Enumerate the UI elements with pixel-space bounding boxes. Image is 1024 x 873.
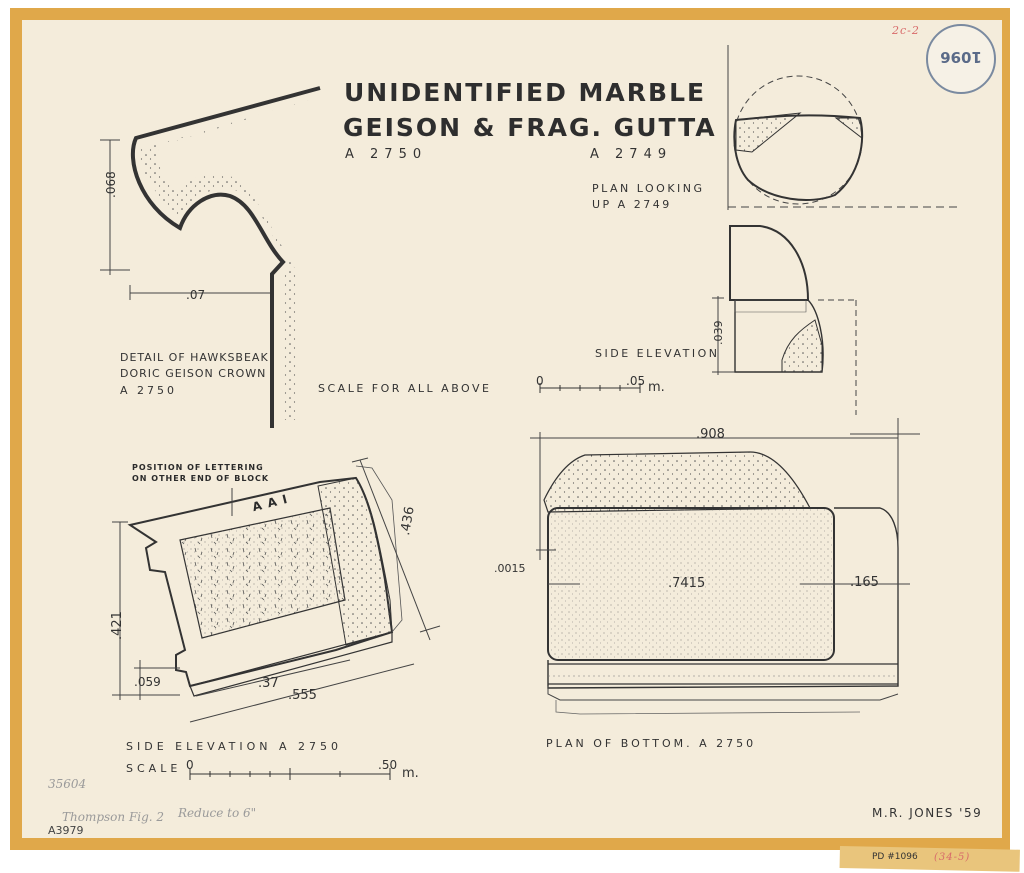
dim-555: .555 bbox=[288, 688, 317, 703]
title-line-2: GEISON & FRAG. GUTTA bbox=[343, 113, 717, 142]
catalog-a2749: A 2749 bbox=[590, 147, 673, 162]
dim-0015: .0015 bbox=[494, 562, 526, 575]
dim-068: .068 bbox=[104, 171, 118, 198]
drawing-paper bbox=[22, 20, 1002, 838]
margin-reduce-note: Reduce to 6" bbox=[178, 806, 257, 820]
gutta-side-elevation bbox=[712, 225, 857, 415]
hawksbeak-profile bbox=[130, 86, 321, 428]
scale-above-bar bbox=[539, 383, 641, 393]
gutta-plan bbox=[727, 45, 960, 210]
dim-059: .059 bbox=[134, 675, 161, 689]
lettering-note-1: POSITION OF LETTERING bbox=[132, 463, 264, 472]
dim-908: .908 bbox=[696, 427, 725, 442]
dim-07: .07 bbox=[186, 288, 206, 302]
side-elevation-dimensions bbox=[112, 457, 441, 723]
plan-bottom-label: PLAN OF BOTTOM. A 2750 bbox=[546, 737, 757, 750]
margin-catalog: A3979 bbox=[48, 824, 84, 837]
red-mark-top: 2c-2 bbox=[892, 24, 920, 37]
scale-below-label: SCALE bbox=[126, 762, 182, 775]
hawksbeak-label-2: DORIC GEISON CROWN bbox=[120, 367, 267, 380]
title-line-1: UNIDENTIFIED MARBLE bbox=[344, 78, 707, 107]
gutta-plan-label-1: PLAN LOOKING bbox=[592, 182, 705, 195]
catalog-a2750: A 2750 bbox=[345, 147, 428, 162]
dim-7415: .7415 bbox=[668, 576, 706, 591]
margin-fig-note: Thompson Fig. 2 bbox=[62, 810, 165, 824]
excavation-stamp: 1096 bbox=[926, 24, 996, 94]
margin-number: 35604 bbox=[48, 777, 87, 791]
stamp-number: 1096 bbox=[940, 48, 982, 66]
scale-above-unit: m. bbox=[648, 380, 665, 395]
scale-below-end: .50 bbox=[378, 758, 398, 772]
footer-red: (34-5) bbox=[934, 852, 971, 863]
lettering-note-2: ON OTHER END OF BLOCK bbox=[132, 474, 270, 483]
side-elevation-block bbox=[127, 465, 403, 697]
signature: M.R. JONES '59 bbox=[872, 806, 983, 820]
gutta-plan-label-2: UP A 2749 bbox=[592, 198, 672, 211]
dim-165: .165 bbox=[850, 575, 879, 590]
scale-below-unit: m. bbox=[402, 766, 419, 781]
dim-039: .039 bbox=[712, 320, 725, 346]
hawksbeak-dimensions bbox=[100, 139, 270, 300]
footer-pd: PD #1096 bbox=[872, 852, 918, 862]
hawksbeak-label-1: DETAIL OF HAWKSBEAK bbox=[120, 351, 269, 364]
gutta-side-label: SIDE ELEVATION bbox=[595, 347, 720, 360]
scale-above-end: .05 bbox=[626, 374, 646, 388]
scale-below-start: 0 bbox=[186, 758, 194, 772]
plan-of-bottom bbox=[543, 451, 899, 715]
side-elevation-label: SIDE ELEVATION A 2750 bbox=[126, 740, 343, 753]
scale-above-start: 0 bbox=[536, 374, 544, 388]
plan-bottom-dimensions bbox=[530, 418, 920, 600]
hawksbeak-label-3: A 2750 bbox=[120, 384, 178, 397]
dim-421: .421 bbox=[110, 611, 125, 640]
dim-37: .37 bbox=[258, 676, 279, 691]
scale-above-label: SCALE FOR ALL ABOVE bbox=[318, 382, 492, 395]
scale-below-bar bbox=[189, 768, 391, 780]
